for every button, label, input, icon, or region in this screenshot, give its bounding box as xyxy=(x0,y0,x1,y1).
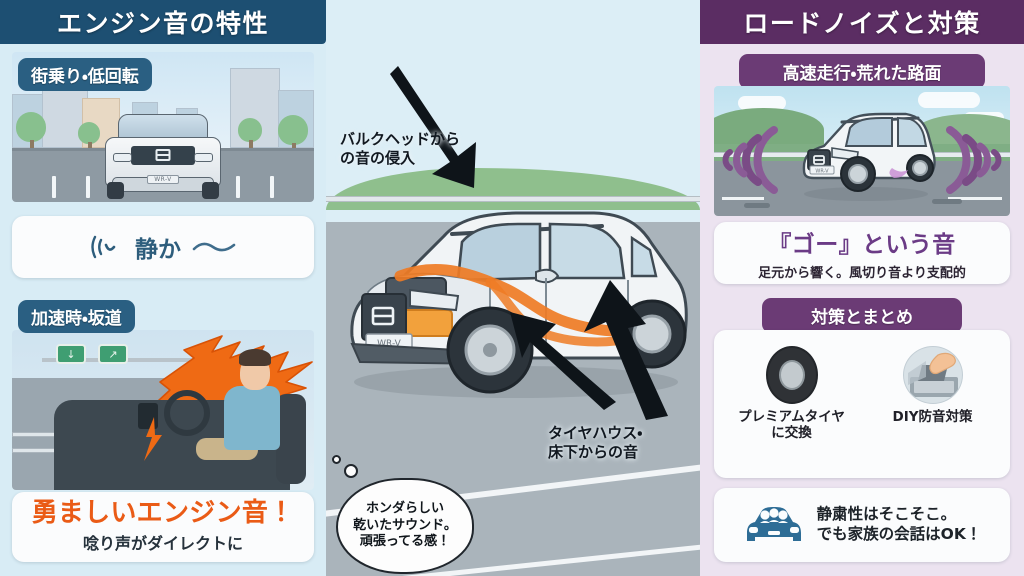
road-sign-right: ↗ xyxy=(98,344,128,364)
license-plate: WR-V xyxy=(146,174,180,184)
wheel xyxy=(201,181,219,199)
quiet-indicator-card: 静か xyxy=(12,216,314,278)
bubble-line-3: 頑張ってる感！ xyxy=(359,534,451,550)
small-noise-bolt-icon xyxy=(144,417,162,462)
countermeasure-grid: プレミアムタイヤ に交換 DIY防音対策 xyxy=(724,346,1000,442)
tire-icon xyxy=(765,346,818,404)
left-panel-header: エンジン音の特性 xyxy=(0,0,326,44)
right-panel-header: ロードノイズと対策 xyxy=(700,0,1024,44)
driver-cabin-scene: ↓ ↗ xyxy=(12,330,314,490)
left-header-title: エンジン音の特性 xyxy=(56,9,269,38)
driver-seat xyxy=(276,394,306,484)
soundproof-sheet-icon xyxy=(902,346,963,404)
right-header-title: ロードノイズと対策 xyxy=(743,9,981,38)
headlight xyxy=(113,153,132,162)
road-noise-headline: 『ゴー』という音 xyxy=(768,232,956,258)
bulkhead-arrow-icon xyxy=(390,66,476,188)
badge-acceleration: 加速時・坂道 xyxy=(18,300,135,333)
cloud xyxy=(738,96,786,110)
road-line xyxy=(722,197,764,201)
tree-icon xyxy=(278,115,308,152)
lane-marking xyxy=(86,176,90,198)
annotation-bulkhead: バルクヘッドから の音の侵入 xyxy=(340,130,461,168)
annotation-tirehouse: タイヤハウス・ 床下からの音 xyxy=(548,424,643,462)
summary-row: 静粛性はそこそこ。 でも家族の会話はOK！ xyxy=(743,503,982,547)
tree-icon xyxy=(16,112,46,149)
tire-rim xyxy=(778,360,805,390)
tree-icon xyxy=(238,118,262,149)
road-crack xyxy=(744,203,770,208)
summary-line-2: でも家族の会話はOK！ xyxy=(816,525,982,543)
countermeasure-item-diy[interactable]: DIY防音対策 xyxy=(865,346,1000,425)
lane-marking xyxy=(270,176,274,198)
right-panel: ロードノイズと対策 高速走行・荒れた路面 xyxy=(700,0,1024,576)
bubble-dot-medium xyxy=(344,464,358,478)
cloud xyxy=(918,92,980,108)
highway-noise-scene: WR-V xyxy=(714,86,1010,216)
thought-bubble: ホンダらしい 乾いたサウンド。 頑張ってる感！ xyxy=(336,478,474,574)
quiet-label: 静か xyxy=(135,237,181,263)
driver-hair xyxy=(239,349,271,366)
countermeasure-item-tire[interactable]: プレミアムタイヤ に交換 xyxy=(724,346,859,442)
city-street-scene: WR-V xyxy=(12,52,314,202)
suv-highway-illustration: WR-V xyxy=(802,112,936,201)
tree-icon xyxy=(78,121,100,151)
lane-marking xyxy=(236,176,240,198)
driver-torso xyxy=(224,386,280,450)
family-car-icon xyxy=(746,507,801,541)
badge-high-speed: 高速走行・荒れた路面 xyxy=(739,54,985,89)
countermeasure-label-tire: プレミアムタイヤ に交換 xyxy=(738,409,845,442)
road-noise-card: 『ゴー』という音 足元から響く。風切り音より支配的 xyxy=(714,222,1010,284)
wave-line-icon xyxy=(192,242,236,252)
sign-gantry xyxy=(42,358,230,362)
badge-city-driving: 街乗り・低回転 xyxy=(18,58,152,91)
engine-conclusion-card: 勇ましいエンジン音！ 唸り声がダイレクトに xyxy=(12,492,314,562)
tirehouse-arrow-icon-2 xyxy=(584,280,668,420)
lane-marking xyxy=(52,176,56,198)
engine-headline: 勇ましいエンジン音！ xyxy=(31,497,295,528)
badge-countermeasures: 対策とまとめ xyxy=(762,298,962,333)
road-noise-subtext: 足元から響く。風切り音より支配的 xyxy=(758,266,966,281)
summary-text: 静粛性はそこそこ。 でも家族の会話はOK！ xyxy=(817,505,982,545)
quiet-row: 静か xyxy=(90,230,236,264)
road-sign-left: ↓ xyxy=(56,344,86,364)
suv-front-view: WR-V xyxy=(105,110,221,199)
soundwave-right-icon xyxy=(946,126,1002,194)
svg-text:WR-V: WR-V xyxy=(815,169,829,175)
center-panel: WR-V バルクヘッドから の音の侵入 タイヤハウス・ 床下からの音 xyxy=(326,0,700,576)
summary-card: 静粛性はそこそこ。 でも家族の会話はOK！ xyxy=(714,488,1010,562)
road-line xyxy=(948,197,1002,201)
thought-bubble-text: ホンダらしい 乾いたサウンド。 頑張ってる感！ xyxy=(353,501,457,552)
summary-line-1: 静粛性はそこそこ。 xyxy=(816,505,957,524)
soundwave-left-icon xyxy=(722,126,778,194)
soundwave-small-icon xyxy=(91,235,116,259)
center-guardrail xyxy=(326,196,700,202)
countermeasure-card: プレミアムタイヤ に交換 DIY防音対策 xyxy=(714,330,1010,478)
bubble-dot-small xyxy=(332,455,341,464)
left-panel: エンジン音の特性 xyxy=(0,0,326,576)
honda-logo-icon xyxy=(155,148,171,161)
countermeasure-label-diy: DIY防音対策 xyxy=(892,409,973,425)
bubble-line-2: 乾いたサウンド。 xyxy=(353,517,457,533)
diy-hand-sheet-svg xyxy=(907,352,958,397)
headlight xyxy=(194,153,213,162)
road-crack xyxy=(932,199,962,204)
wheel xyxy=(107,181,125,199)
bubble-line-1: ホンダらしい xyxy=(365,500,444,516)
engine-subtext: 唸り声がダイレクトに xyxy=(82,534,243,554)
steering-wheel xyxy=(164,389,210,436)
svg-text:WR-V: WR-V xyxy=(377,339,402,349)
tirehouse-arrow-icon-1 xyxy=(510,312,616,410)
